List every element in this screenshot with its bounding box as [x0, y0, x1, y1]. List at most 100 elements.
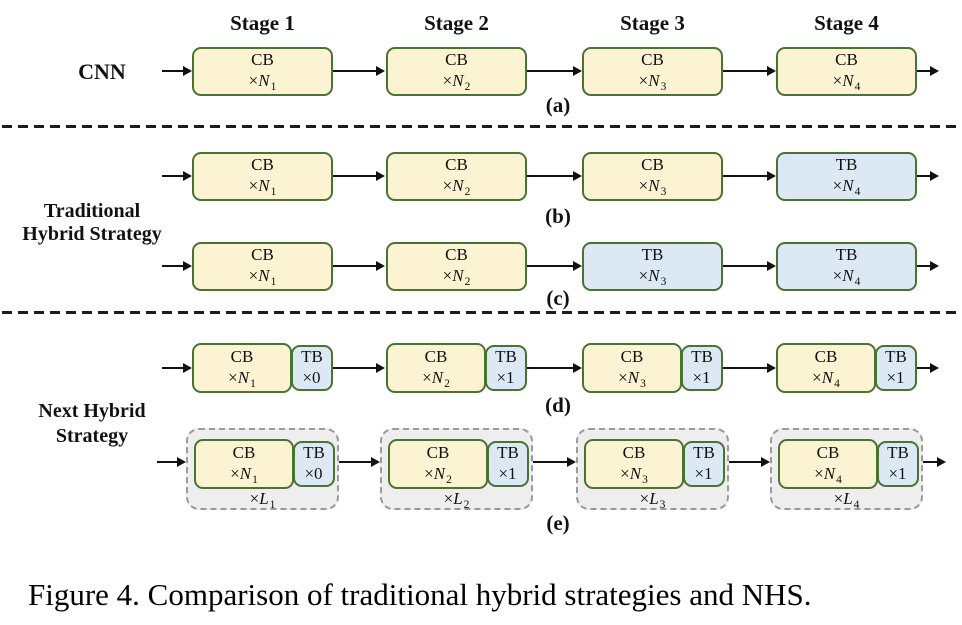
block-cb: CB ×N1 — [194, 439, 294, 489]
block-cb: CB ×N1 — [192, 343, 292, 393]
block-repeat: ×1 — [888, 463, 907, 483]
block-repeat: ×N3 — [638, 176, 667, 198]
flow-arrow — [162, 261, 192, 271]
block-repeat: ×N2 — [442, 266, 471, 288]
flow-arrow — [333, 363, 385, 373]
subfigure-label-d: (d) — [545, 393, 571, 417]
block-cb: CB ×N2 — [386, 47, 527, 96]
block-cb: CB ×N3 — [584, 439, 684, 489]
flow-arrow — [917, 261, 939, 271]
block-type: TB — [301, 346, 323, 366]
block-repeat: ×N3 — [620, 463, 648, 486]
stage-container: CB ×N2 TB ×1 ×L2 — [380, 428, 533, 512]
dashed-divider — [2, 311, 960, 314]
row-label-line1: Traditional — [43, 200, 141, 222]
stage-header-3: Stage 3 — [620, 11, 685, 35]
block-tb: TB ×0 — [293, 441, 335, 487]
block-type: CB — [230, 346, 254, 366]
flow-arrow — [527, 363, 582, 373]
block-repeat: ×N2 — [422, 367, 450, 390]
stage-repeat-label: ×L1 — [249, 489, 276, 512]
block-repeat: ×N1 — [248, 266, 277, 288]
block-tb: TB ×1 — [681, 345, 723, 391]
block-cb: CB ×N2 — [386, 152, 527, 201]
flow-arrow — [723, 171, 776, 181]
flow-arrow — [527, 261, 582, 271]
block-repeat: ×N1 — [248, 176, 277, 198]
flow-arrow — [917, 363, 939, 373]
block-type: CB — [814, 346, 838, 366]
block-type: TB — [835, 245, 858, 264]
flow-arrow — [723, 66, 776, 76]
block-repeat: ×N4 — [812, 367, 840, 390]
block-type: CB — [620, 346, 644, 366]
block-cb: CB ×N4 — [776, 343, 876, 393]
block-type: CB — [445, 50, 468, 69]
row-label-line2: Hybrid Strategy — [22, 223, 162, 245]
block-repeat: ×0 — [304, 463, 323, 483]
block-tb: TB ×0 — [291, 345, 333, 391]
row-label-line2: Strategy — [55, 425, 129, 447]
block-tb: TB ×N4 — [776, 242, 917, 291]
stage-header-2: Stage 2 — [424, 11, 489, 35]
stage-repeat-label: ×L3 — [639, 489, 666, 512]
flow-arrow — [333, 171, 385, 181]
block-tb: TB ×N3 — [582, 242, 723, 291]
block-repeat: ×N1 — [248, 71, 277, 93]
block-type: TB — [497, 442, 519, 462]
flow-arrow — [723, 261, 776, 271]
block-type: CB — [426, 442, 450, 462]
subfigure-label-a: (a) — [545, 93, 571, 117]
block-cb: CB ×N1 — [192, 47, 333, 96]
block-repeat: ×N3 — [638, 266, 667, 288]
flow-arrow — [527, 66, 582, 76]
flow-arrow — [333, 261, 385, 271]
block-repeat: ×1 — [692, 367, 711, 387]
flow-arrow — [923, 457, 946, 467]
block-type: TB — [303, 442, 325, 462]
subfigure-label-e: (e) — [546, 511, 570, 535]
subfigure-label-c: (c) — [546, 286, 570, 310]
block-cb: CB ×N3 — [582, 47, 723, 96]
block-type: TB — [885, 346, 907, 366]
block-type: CB — [641, 155, 664, 174]
block-type: CB — [232, 442, 256, 462]
block-type: TB — [835, 155, 858, 174]
block-cb: CB ×N3 — [582, 343, 682, 393]
stage-container: CB ×N3 TB ×1 ×L3 — [576, 428, 729, 512]
flow-arrow — [723, 363, 776, 373]
subfigure-label-b: (b) — [545, 204, 571, 228]
block-type: CB — [445, 245, 468, 264]
row-label-line1: Next Hybrid — [38, 400, 146, 422]
block-tb: TB ×1 — [877, 441, 919, 487]
block-tb: TB ×1 — [683, 441, 725, 487]
stage-header-1: Stage 1 — [230, 11, 295, 35]
block-tb: TB ×1 — [487, 441, 529, 487]
block-repeat: ×N2 — [442, 176, 471, 198]
stage-repeat-label: ×L4 — [833, 489, 860, 512]
stage-container: CB ×N1 TB ×0 ×L1 — [186, 428, 339, 512]
flow-arrow — [527, 171, 582, 181]
figure-caption: Figure 4. Comparison of traditional hybr… — [28, 577, 812, 612]
block-repeat: ×1 — [498, 463, 517, 483]
block-type: TB — [495, 346, 517, 366]
stage-header-4: Stage 4 — [814, 11, 879, 35]
stage-repeat-label: ×L2 — [443, 489, 470, 512]
block-type: CB — [445, 155, 468, 174]
block-type: CB — [251, 155, 274, 174]
block-repeat: ×N1 — [228, 367, 256, 390]
block-cb: CB ×N1 — [192, 242, 333, 291]
row-label-cnn: CNN — [78, 59, 126, 84]
block-repeat: ×N4 — [832, 266, 861, 288]
block-cb: CB ×N3 — [582, 152, 723, 201]
block-type: CB — [251, 245, 274, 264]
block-type: CB — [251, 50, 274, 69]
block-type: TB — [887, 442, 909, 462]
block-repeat: ×N3 — [618, 367, 646, 390]
row-label-traditional: Traditional Hybrid Strategy — [4, 200, 180, 246]
flow-arrow — [333, 66, 385, 76]
block-repeat: ×N4 — [832, 71, 861, 93]
block-type: TB — [691, 346, 713, 366]
stage-container: CB ×N4 TB ×1 ×L4 — [770, 428, 923, 512]
flow-arrow — [917, 171, 939, 181]
